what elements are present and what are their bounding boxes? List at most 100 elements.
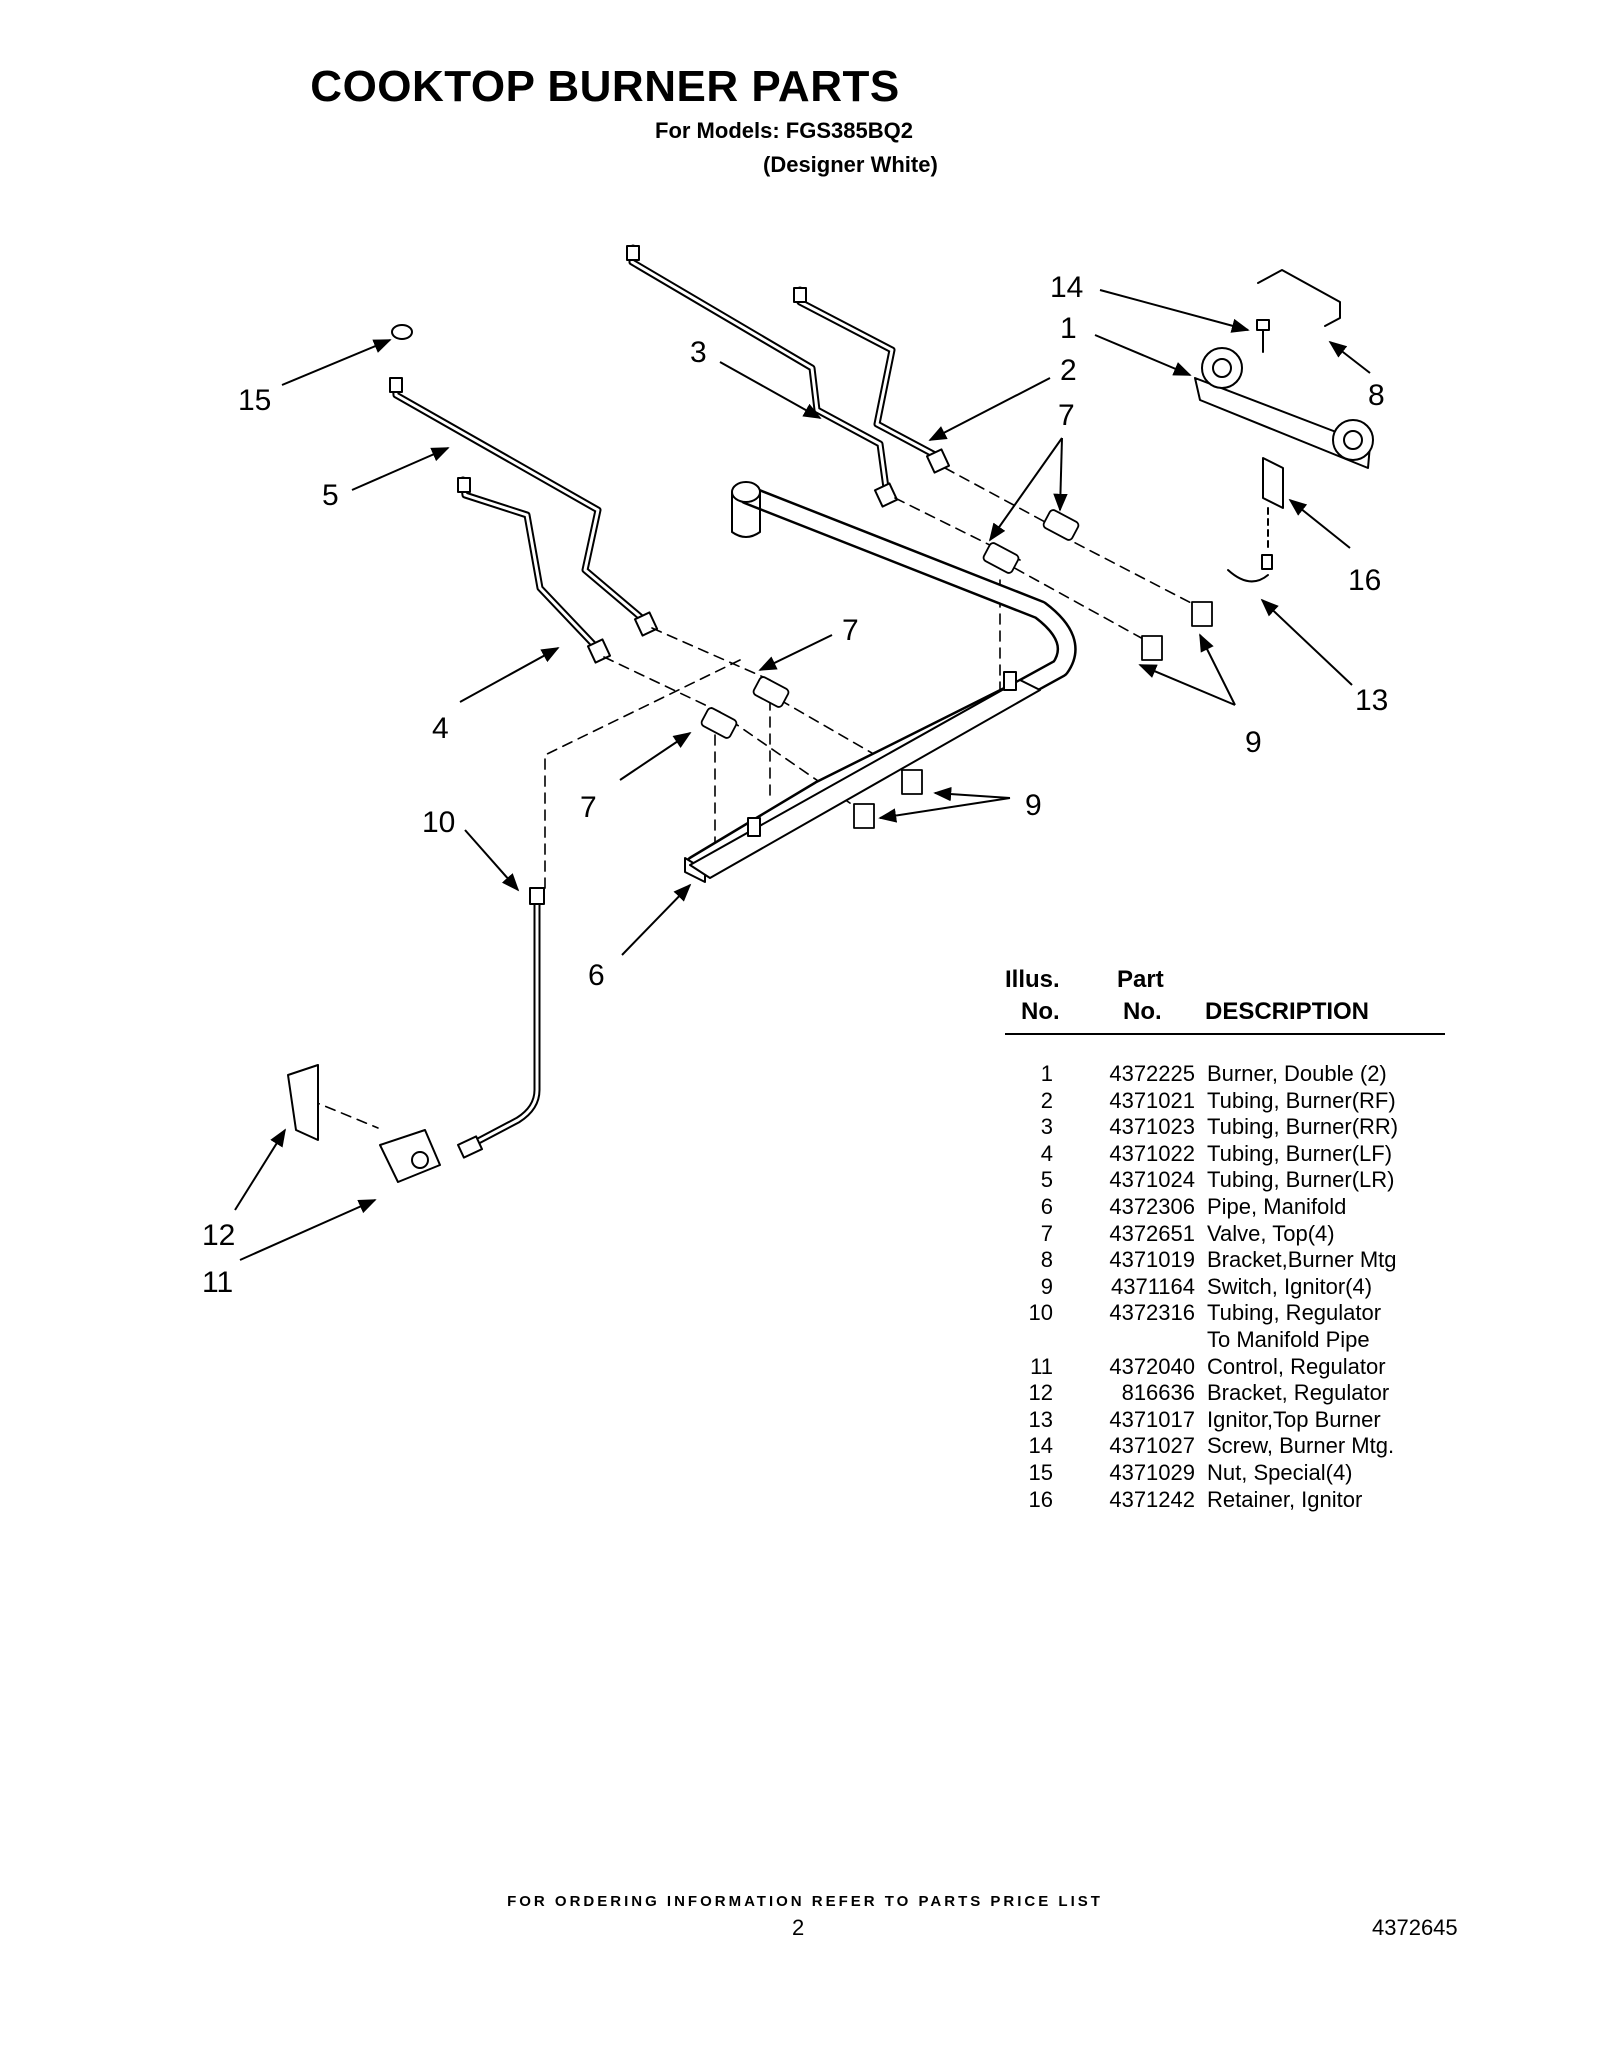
callout-1: 1 <box>1060 312 1077 345</box>
parts-table-header: Illus. No. Part No. DESCRIPTION <box>1005 965 1445 1035</box>
illus-number-cell: 6 <box>1040 1193 1053 1219</box>
document-number: 4372645 <box>1372 1915 1458 1940</box>
part-number-cell: 4371164 <box>1110 1273 1195 1299</box>
description-cell: To Manifold Pipe <box>1207 1326 1370 1352</box>
tubing-burner-lf <box>457 476 612 664</box>
description-cell: Tubing, Burner(RF) <box>1207 1087 1396 1113</box>
callout-7-middle: 7 <box>842 614 859 647</box>
ordering-note: FOR ORDERING INFORMATION REFER TO PARTS … <box>507 1893 1103 1910</box>
description-header: DESCRIPTION <box>1205 998 1370 1025</box>
top-burner-ignitor <box>1227 554 1273 583</box>
description-cell: Retainer, Ignitor <box>1207 1486 1363 1512</box>
illus-number-cell: 7 <box>1040 1220 1053 1246</box>
description-cell: Tubing, Burner(RR) <box>1207 1114 1399 1140</box>
part-number-cell: 4372040 <box>1109 1353 1195 1379</box>
illus-number-cell: 2 <box>1040 1087 1053 1113</box>
illus-number-cell: 11 <box>1030 1353 1053 1379</box>
illus-number-cell: 3 <box>1040 1114 1053 1140</box>
tubing-burner-rr <box>626 244 899 508</box>
callout-13: 13 <box>1355 684 1388 717</box>
description-cell: Switch, Ignitor(4) <box>1207 1273 1373 1299</box>
table-row: 9 4371164 Switch, Ignitor(4) <box>1005 1274 1445 1301</box>
ignitor-retainer <box>1262 457 1284 551</box>
callout-14: 14 <box>1050 271 1083 304</box>
description-cell: Bracket, Regulator <box>1207 1380 1390 1406</box>
table-row: 16 4371242 Retainer, Ignitor <box>1005 1487 1445 1514</box>
leader-arrows <box>234 289 1371 1261</box>
callout-4: 4 <box>432 712 449 745</box>
table-row: 11 4372040 Control, Regulator <box>1005 1354 1445 1381</box>
part-number-cell: 4371023 <box>1109 1114 1195 1140</box>
callout-11: 11 <box>202 1266 233 1299</box>
table-row: 12 816636 Bracket, Regulator <box>1005 1380 1445 1407</box>
description-cell: Tubing, Burner(LR) <box>1207 1167 1395 1193</box>
tubing-burner-rf <box>793 286 951 474</box>
callout-3: 3 <box>690 336 707 369</box>
part-number-cell: 4372651 <box>1109 1220 1195 1246</box>
part-number-cell: 4371019 <box>1109 1247 1195 1273</box>
table-row: 8 4371019 Bracket,Burner Mtg <box>1005 1247 1445 1274</box>
callout-15: 15 <box>238 384 271 417</box>
table-row: 7 4372651 Valve, Top(4) <box>1005 1221 1445 1248</box>
description-cell: Tubing, Burner(LF) <box>1207 1140 1393 1166</box>
callout-6: 6 <box>588 959 605 992</box>
variant-line: (Designer White) <box>763 152 938 177</box>
table-row: 10 4372316 Tubing, Regulator <box>1005 1300 1445 1327</box>
description-cell: Ignitor,Top Burner <box>1207 1406 1381 1432</box>
part-number-cell: 4371021 <box>1109 1087 1195 1113</box>
illus-header-line1: Illus. <box>1005 966 1060 993</box>
part-number-cell: 4372316 <box>1109 1300 1195 1326</box>
description-cell: Tubing, Regulator <box>1207 1300 1382 1326</box>
description-cell: Control, Regulator <box>1207 1353 1386 1379</box>
burner-screw <box>1256 319 1270 353</box>
illus-number-cell: 9 <box>1040 1273 1053 1299</box>
page-title: COOKTOP BURNER PARTS <box>310 62 900 111</box>
part-number-cell: 4371017 <box>1109 1406 1195 1432</box>
description-cell: Bracket,Burner Mtg <box>1207 1247 1397 1273</box>
burner-double <box>1194 347 1374 469</box>
description-cell: Valve, Top(4) <box>1207 1220 1335 1246</box>
callout-labels: 14 1 2 8 3 15 7 5 16 13 9 7 4 9 7 10 6 1… <box>202 271 1388 1299</box>
illus-number-cell: 13 <box>1028 1406 1053 1432</box>
part-number-cell: 4372225 <box>1109 1061 1195 1086</box>
callout-5: 5 <box>322 479 339 512</box>
regulator-control <box>379 1129 441 1183</box>
callout-2: 2 <box>1060 354 1077 387</box>
callout-12: 12 <box>202 1219 235 1252</box>
illus-number-cell: 1 <box>1040 1061 1053 1086</box>
parts-table: Illus. No. Part No. DESCRIPTION 1 4372225… <box>1005 965 1445 1513</box>
tubing-burner-lr <box>389 377 659 637</box>
models-line: For Models: FGS385BQ2 <box>655 118 913 143</box>
callout-16: 16 <box>1348 564 1381 597</box>
regulator-bracket <box>287 1064 319 1141</box>
illus-number-cell: 14 <box>1028 1433 1053 1459</box>
illus-number-cell: 4 <box>1040 1140 1053 1166</box>
illus-number-cell: 15 <box>1028 1459 1053 1485</box>
callout-7-left: 7 <box>580 791 597 824</box>
description-cell: Screw, Burner Mtg. <box>1207 1433 1395 1459</box>
callout-10: 10 <box>422 806 455 839</box>
table-row: 3 4371023 Tubing, Burner(RR) <box>1005 1114 1445 1141</box>
page-number: 2 <box>792 1915 805 1940</box>
parts-drawing <box>287 244 1374 1183</box>
callout-8: 8 <box>1368 379 1385 412</box>
part-number-cell: 4371242 <box>1109 1486 1195 1512</box>
part-number-cell: 816636 <box>1121 1380 1195 1406</box>
table-row: 2 4371021 Tubing, Burner(RF) <box>1005 1088 1445 1115</box>
description-cell: Pipe, Manifold <box>1207 1193 1347 1219</box>
illus-number-cell: 16 <box>1028 1486 1053 1512</box>
callout-9-middle: 9 <box>1025 789 1042 822</box>
table-row: To Manifold Pipe <box>1005 1327 1445 1354</box>
illus-number-cell: 10 <box>1028 1300 1053 1326</box>
valve-top <box>700 509 1080 739</box>
illus-number-cell: 12 <box>1028 1380 1053 1406</box>
illus-number-cell: 8 <box>1040 1247 1053 1273</box>
